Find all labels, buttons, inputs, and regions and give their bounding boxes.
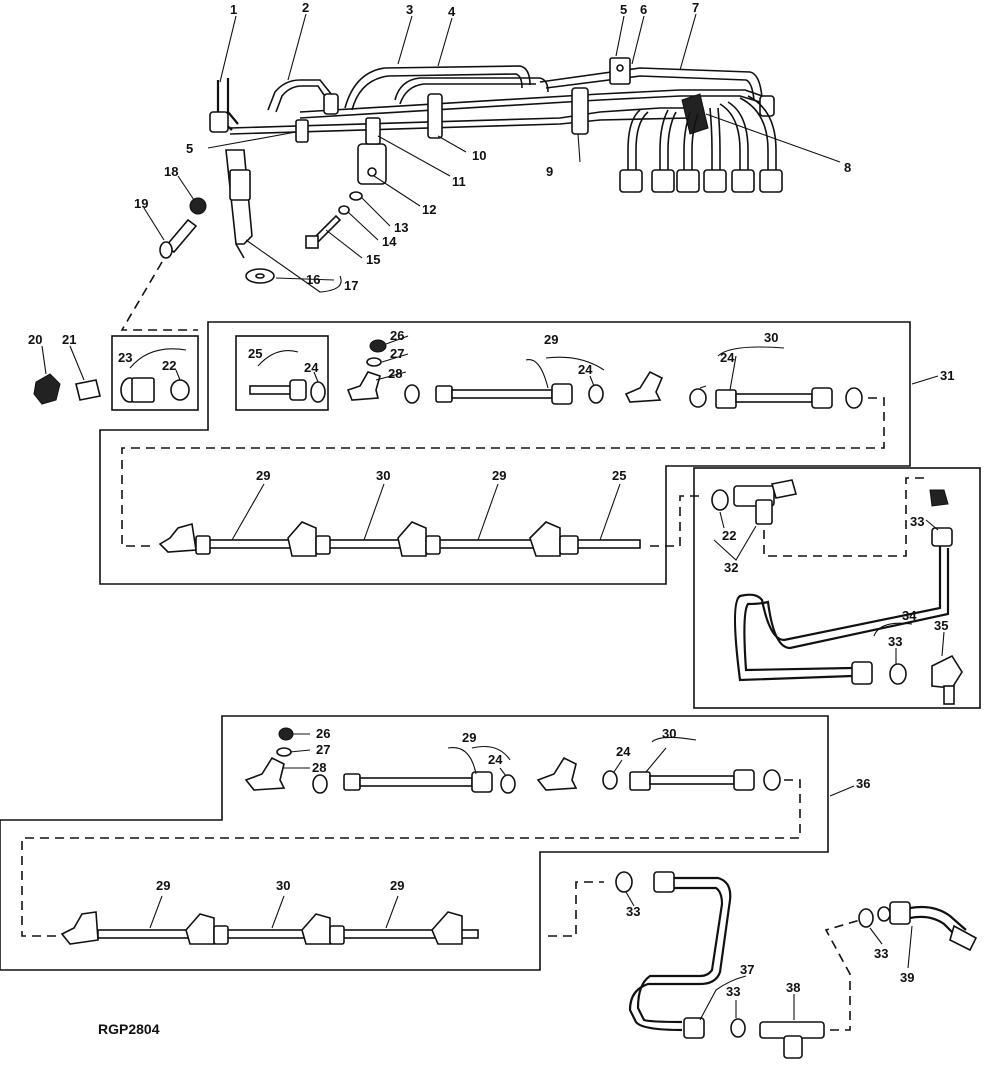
callout-25-left: 25 [248, 346, 262, 361]
leader-lines [41, 13, 945, 1021]
callout-29-row2b: 29 [492, 468, 506, 483]
callout-7: 7 [692, 0, 699, 15]
callout-36: 36 [856, 776, 870, 791]
bottom-parts [615, 871, 978, 1059]
callout-29-row4b: 29 [390, 878, 404, 893]
callout-32: 32 [724, 560, 738, 575]
callout-30-row2: 30 [376, 468, 390, 483]
callout-28-top: 28 [388, 366, 402, 381]
injection-lines-assembly [159, 57, 783, 284]
callout-2: 2 [302, 0, 309, 15]
callout-11: 11 [452, 174, 466, 189]
callout-24-right: 24 [720, 350, 735, 365]
callout-18: 18 [164, 164, 178, 179]
callout-10: 10 [472, 148, 486, 163]
callout-20: 20 [28, 332, 42, 347]
callout-15: 15 [366, 252, 380, 267]
callout-28-lower: 28 [312, 760, 326, 775]
callout-17: 17 [344, 278, 358, 293]
callout-25-row2: 25 [612, 468, 626, 483]
assembly-32-35-parts [711, 477, 963, 705]
callout-4: 4 [448, 4, 456, 19]
callout-23: 23 [118, 350, 132, 365]
callout-5-top: 5 [620, 2, 627, 17]
callout-6: 6 [640, 2, 647, 17]
callout-30-row4: 30 [276, 878, 290, 893]
callout-30-lower: 30 [662, 726, 676, 741]
callout-31: 31 [940, 368, 954, 383]
callout-26-top: 26 [390, 328, 404, 343]
callout-13: 13 [394, 220, 408, 235]
callout-8: 8 [844, 160, 851, 175]
callout-3: 3 [406, 2, 413, 17]
callout-38: 38 [786, 980, 800, 995]
callout-33-bottom-mid: 33 [726, 984, 740, 999]
callout-24-lower-right: 24 [616, 744, 631, 759]
callout-9: 9 [546, 164, 553, 179]
callout-34: 34 [902, 608, 917, 623]
callout-16: 16 [306, 272, 320, 287]
callout-22-left: 22 [162, 358, 176, 373]
callout-33-bottom-left: 33 [626, 904, 640, 919]
callout-12: 12 [422, 202, 436, 217]
callout-1: 1 [230, 2, 237, 17]
callout-37: 37 [740, 962, 754, 977]
outline-36 [0, 715, 829, 971]
callout-39: 39 [900, 970, 914, 985]
callout-27-lower: 27 [316, 742, 330, 757]
outline-31 [99, 321, 911, 585]
callout-27-top: 27 [390, 346, 404, 361]
callout-35: 35 [934, 618, 948, 633]
assembly-31-parts [121, 339, 885, 557]
callout-5-left: 5 [186, 141, 193, 156]
callout-24-lower-mid: 24 [488, 752, 503, 767]
callout-21: 21 [62, 332, 76, 347]
callout-29-lower: 29 [462, 730, 476, 745]
callout-labels: 1 2 3 4 5 6 7 5 8 9 10 11 12 13 14 15 16… [28, 0, 954, 999]
callout-33-right-top: 33 [910, 514, 924, 529]
outline-32-35 [693, 467, 981, 709]
figure-id: RGP2804 [98, 1021, 160, 1037]
assembly-36-parts [21, 727, 801, 945]
callout-14: 14 [382, 234, 397, 249]
callout-29-row2a: 29 [256, 468, 270, 483]
callout-22-right: 22 [722, 528, 736, 543]
callout-24-mid: 24 [578, 362, 593, 377]
small-parts-row [33, 335, 329, 411]
callout-33-right-mid: 33 [888, 634, 902, 649]
callout-33-bottom-right: 33 [874, 946, 888, 961]
callout-19: 19 [134, 196, 148, 211]
callout-24-left: 24 [304, 360, 319, 375]
callout-29-top: 29 [544, 332, 558, 347]
callout-30-top: 30 [764, 330, 778, 345]
callout-26-lower: 26 [316, 726, 330, 741]
callout-29-row4a: 29 [156, 878, 170, 893]
